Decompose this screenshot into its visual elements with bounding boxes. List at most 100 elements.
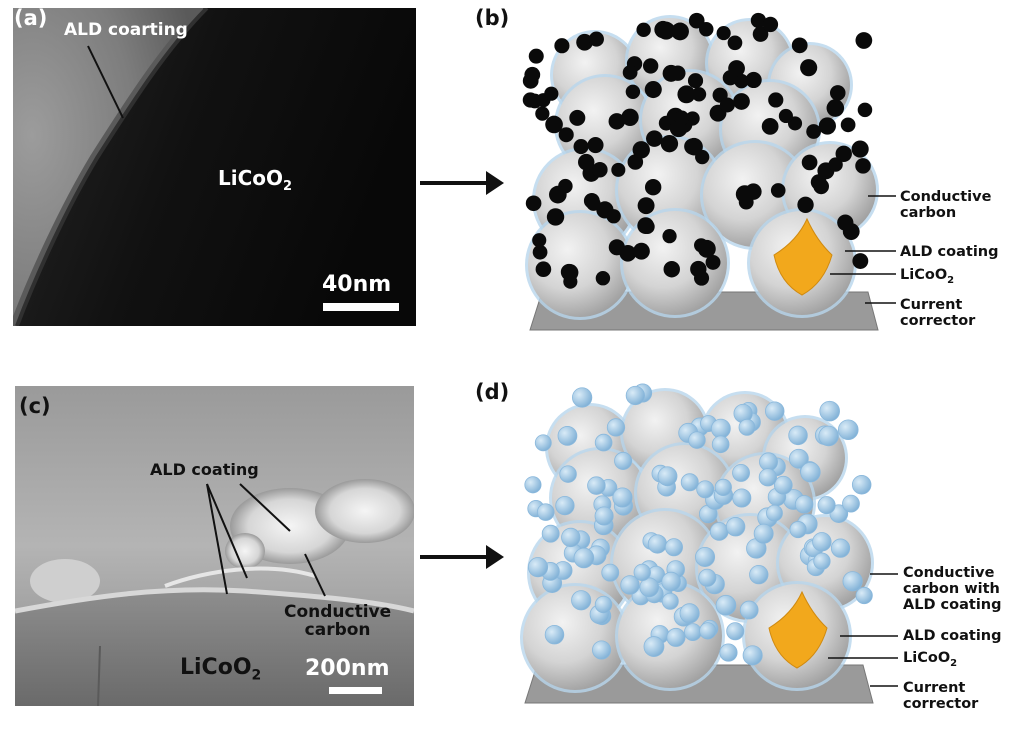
coated-carbon-dot bbox=[789, 426, 808, 445]
callout-ald-b: ALD coating bbox=[900, 244, 999, 260]
conductive-carbon-dot bbox=[636, 23, 650, 37]
callout-material-d-sub: 2 bbox=[950, 658, 957, 669]
conductive-carbon-dot bbox=[574, 139, 589, 154]
coated-carbon-dot bbox=[712, 436, 729, 453]
callout-current-d-line2: corrector bbox=[903, 696, 978, 712]
coated-carbon-dot bbox=[697, 481, 714, 498]
conductive-carbon-dot bbox=[674, 111, 689, 126]
coated-carbon-dot bbox=[667, 628, 685, 646]
conductive-carbon-dot bbox=[569, 110, 585, 126]
conductive-carbon-dot bbox=[736, 185, 754, 203]
conductive-carbon-dot bbox=[802, 155, 818, 171]
coated-carbon-dot bbox=[556, 496, 574, 514]
coated-carbon-dot bbox=[689, 432, 706, 449]
conductive-carbon-dot bbox=[662, 229, 676, 243]
conductive-carbon-dot bbox=[611, 163, 625, 177]
scalebar-label-c: 200nm bbox=[305, 656, 390, 681]
conductive-carbon-dot bbox=[524, 67, 540, 83]
coated-carbon-dot bbox=[537, 504, 554, 521]
material-label-c-sub: 2 bbox=[252, 667, 262, 683]
material-label-a: LiCoO2 bbox=[218, 166, 292, 194]
conductive-carbon-dot bbox=[547, 208, 564, 225]
coated-carbon-dot bbox=[662, 572, 681, 591]
coated-carbon-dot bbox=[542, 525, 559, 542]
conductive-carbon-dot bbox=[800, 59, 817, 76]
coated-carbon-dot bbox=[715, 479, 731, 495]
conductive-carbon-dot bbox=[689, 13, 705, 29]
conductive-carbon-dot bbox=[609, 239, 625, 255]
coated-carbon-dot bbox=[525, 477, 541, 493]
callout-current-b: Current corrector bbox=[900, 297, 975, 329]
conductive-carbon-dot bbox=[661, 135, 678, 152]
callout-material-b: LiCoO2 bbox=[900, 267, 954, 289]
callout-material-b-text: LiCoO bbox=[900, 267, 947, 283]
coated-carbon-dot bbox=[607, 419, 624, 436]
conductive-carbon-dot bbox=[671, 23, 689, 41]
conductive-carbon-dot bbox=[554, 38, 569, 53]
coated-carbon-dot bbox=[801, 462, 821, 482]
conductive-carbon-dot bbox=[592, 162, 608, 178]
coated-carbon-dot bbox=[588, 477, 606, 495]
scalebar-label-a: 40nm bbox=[322, 272, 391, 297]
conductive-carbon-dot bbox=[797, 197, 813, 213]
conductive-carbon-dot bbox=[728, 35, 743, 50]
coated-carbon-dot bbox=[766, 505, 782, 521]
coated-carbon-dot bbox=[592, 641, 610, 659]
coated-carbon-dot bbox=[739, 419, 755, 435]
conductive-carbon-dot bbox=[638, 197, 655, 214]
coated-carbon-dot bbox=[695, 547, 714, 566]
conductive-carbon-dot bbox=[626, 85, 640, 99]
conductive-carbon-dot bbox=[526, 195, 542, 211]
coated-carbon-dot bbox=[759, 453, 777, 471]
coated-carbon-dot bbox=[662, 593, 678, 609]
conductive-carbon-dot bbox=[623, 65, 638, 80]
coated-carbon-dot bbox=[740, 601, 758, 619]
conductive-carbon-dot bbox=[645, 81, 662, 98]
conductive-carbon-dot bbox=[544, 87, 558, 101]
arrow-c-to-d bbox=[416, 542, 506, 572]
callout-conductive-b-line1: Conductive bbox=[900, 189, 991, 205]
conductive-carbon-dot bbox=[763, 17, 778, 32]
callout-current-b-line1: Current bbox=[900, 297, 975, 313]
conductive-carbon-dot bbox=[746, 72, 762, 88]
callout-conductive-b: Conductive carbon bbox=[900, 189, 991, 221]
conductive-carbon-dot bbox=[578, 154, 594, 170]
conductive-carbon-dot bbox=[768, 92, 783, 107]
coated-carbon-dot bbox=[535, 435, 551, 451]
conductive-carbon-dot bbox=[529, 49, 544, 64]
conductive-carbon-dot bbox=[561, 264, 578, 281]
coated-carbon-dot bbox=[572, 388, 591, 407]
conductive-carbon-dot bbox=[589, 32, 604, 47]
coated-carbon-dot bbox=[572, 591, 591, 610]
conductive-carbon-dot bbox=[664, 261, 680, 277]
coated-carbon-dot bbox=[727, 623, 744, 640]
arrow-a-to-b bbox=[416, 168, 506, 198]
conductive-carbon-dot bbox=[532, 233, 546, 247]
coated-carbon-dot bbox=[765, 402, 784, 421]
coated-carbon-dot bbox=[733, 489, 751, 507]
conductive-carbon-dot bbox=[584, 193, 600, 209]
callout-current-d: Current corrector bbox=[903, 680, 978, 712]
callout-material-b-sub: 2 bbox=[947, 275, 954, 286]
callout-current-b-line2: corrector bbox=[900, 313, 975, 329]
coated-carbon-dot bbox=[699, 569, 716, 586]
coated-carbon-dot bbox=[562, 528, 581, 547]
coated-carbon-dot bbox=[595, 596, 612, 613]
callout-ald-d: ALD coating bbox=[903, 628, 1002, 644]
coated-carbon-dot bbox=[665, 539, 682, 556]
coated-carbon-dot bbox=[602, 564, 619, 581]
scalebar-c bbox=[329, 687, 382, 694]
material-label-a-sub: 2 bbox=[283, 179, 292, 194]
coated-carbon-dot bbox=[528, 557, 547, 576]
conductive-carbon-dot bbox=[792, 37, 808, 53]
coated-carbon-dot bbox=[680, 604, 699, 623]
conductive-carbon-dot bbox=[720, 97, 735, 112]
coated-carbon-dot bbox=[726, 517, 745, 536]
conductive-carbon-dot bbox=[606, 209, 620, 223]
conductive-carbon-dot bbox=[587, 137, 603, 153]
conductive-carbon-dot bbox=[596, 271, 610, 285]
coated-carbon-dot bbox=[795, 496, 813, 514]
conductive-carbon-dot bbox=[690, 261, 706, 277]
coated-carbon-dot bbox=[595, 507, 613, 525]
material-label-c: LiCoO2 bbox=[180, 655, 261, 683]
